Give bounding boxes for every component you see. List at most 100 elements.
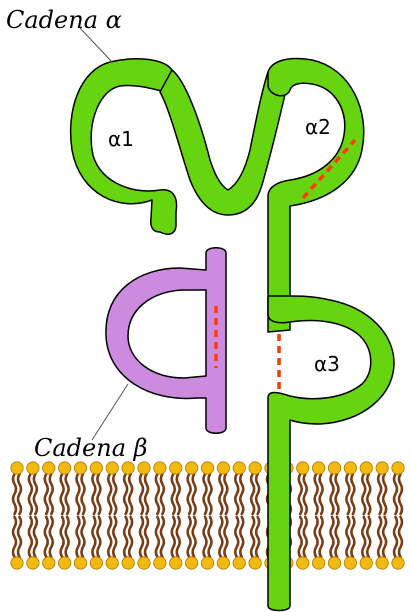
lipid-tail (193, 517, 196, 557)
lipid-head (297, 462, 309, 474)
lipid-head (201, 557, 213, 569)
lipid-tail (50, 474, 53, 514)
lipid-head (122, 462, 134, 474)
lipid-tail (209, 474, 212, 514)
lipid-tail (145, 474, 148, 514)
lipid-tail (161, 474, 164, 514)
lipid-head (43, 462, 55, 474)
lipid-head (328, 557, 340, 569)
lipid-tail (172, 517, 175, 557)
lipid-head (312, 557, 324, 569)
lipid-head (185, 557, 197, 569)
chain-alpha-label: Cadena α (6, 6, 122, 34)
lipid-head (90, 462, 102, 474)
lipid-tail (367, 517, 370, 557)
lipid-tail (13, 474, 16, 514)
beta-chain (106, 248, 226, 434)
lipid-tail (108, 517, 111, 557)
lipid-head (106, 462, 118, 474)
lipid-head (185, 462, 197, 474)
lipid-tail (29, 474, 32, 514)
lipid-tail (188, 517, 191, 557)
lipid-tail (177, 474, 180, 514)
lipid-head (233, 462, 245, 474)
lipid-tail (383, 474, 386, 514)
lipid-tail (224, 474, 227, 514)
lipid-tail (362, 517, 365, 557)
lipid-tail (34, 474, 37, 514)
lipid-tail (235, 517, 238, 557)
lipid-tail (351, 517, 354, 557)
lipid-tail (204, 517, 207, 557)
lipid-tail (77, 474, 80, 514)
lipid-tail (219, 517, 222, 557)
lipid-tail (45, 474, 48, 514)
lipid-tail (399, 474, 402, 514)
lipid-tail (331, 474, 334, 514)
lipid-tail (129, 474, 132, 514)
lipid-head (43, 557, 55, 569)
lipid-head (138, 462, 150, 474)
lipid-head (217, 557, 229, 569)
lipid-tail (66, 517, 69, 557)
lipid-tail (235, 474, 238, 514)
lipid-head (233, 557, 245, 569)
lipid-head (11, 462, 23, 474)
domain-a2-label: α2 (305, 115, 331, 139)
lipid-head (360, 462, 372, 474)
lipid-tail (140, 474, 143, 514)
lipid-tail (378, 474, 381, 514)
lipid-tail (18, 474, 21, 514)
lipid-tail (304, 474, 307, 514)
lipid-tail (113, 517, 116, 557)
lipid-tail (336, 474, 339, 514)
lipid-head (360, 557, 372, 569)
chain-beta-label: Cadena β (34, 434, 148, 462)
lipid-tail (256, 474, 259, 514)
beta-label-leader (92, 384, 128, 440)
lipid-tail (219, 474, 222, 514)
beta2-microglobulin (106, 248, 226, 434)
lipid-tail (34, 517, 37, 557)
lipid-tail (240, 517, 243, 557)
lipid-tail (362, 474, 365, 514)
lipid-tail (378, 517, 381, 557)
lipid-head (328, 462, 340, 474)
lipid-tail (29, 517, 32, 557)
lipid-tail (77, 517, 80, 557)
lipid-tail (224, 517, 227, 557)
lipid-head (344, 462, 356, 474)
lipid-head (11, 557, 23, 569)
lipid-head (201, 462, 213, 474)
lipid-head (27, 462, 39, 474)
lipid-tail (82, 517, 85, 557)
lipid-head (392, 557, 404, 569)
lipid-head (74, 557, 86, 569)
lipid-head (138, 557, 150, 569)
lipid-tail (97, 474, 100, 514)
lipid-head (74, 462, 86, 474)
lipid-tail (336, 517, 339, 557)
lipid-tail (13, 517, 16, 557)
lipid-tail (50, 517, 53, 557)
lipid-tail (177, 517, 180, 557)
lipid-tail (161, 517, 164, 557)
lipid-tail (61, 517, 64, 557)
lipid-tail (320, 517, 323, 557)
lipid-head (58, 462, 70, 474)
lipid-head (312, 462, 324, 474)
lipid-tail (18, 517, 21, 557)
lipid-tail (209, 517, 212, 557)
lipid-head (154, 557, 166, 569)
lipid-tail (315, 474, 318, 514)
lipid-tail (394, 474, 397, 514)
lipid-tail (394, 517, 397, 557)
lipid-tail (240, 474, 243, 514)
lipid-tail (172, 474, 175, 514)
lipid-tail (113, 474, 116, 514)
lipid-tail (204, 474, 207, 514)
lipid-head (376, 462, 388, 474)
lipid-head (154, 462, 166, 474)
lipid-tail (399, 517, 402, 557)
